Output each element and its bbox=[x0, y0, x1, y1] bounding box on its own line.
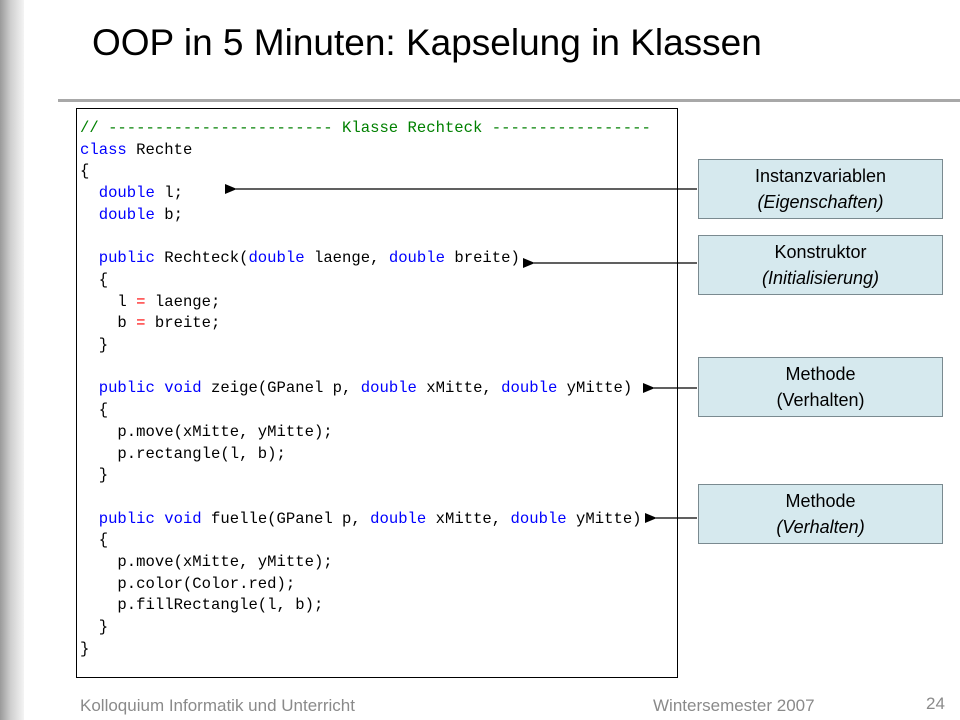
callout-title: Konstruktor bbox=[774, 242, 867, 262]
code-line: } bbox=[80, 466, 109, 485]
callout-method-show: Methode (Verhalten) bbox=[698, 357, 943, 417]
code-line: p.move(xMitte, yMitte); bbox=[80, 422, 333, 441]
code-line: { bbox=[80, 162, 90, 181]
code-line: { bbox=[80, 270, 109, 289]
callout-subtitle: (Initialisierung) bbox=[761, 268, 880, 288]
callout-subtitle: (Eigenschaften) bbox=[757, 192, 884, 212]
callout-title: Methode bbox=[785, 364, 856, 384]
footer-course: Kolloquium Informatik und Unterricht bbox=[80, 696, 355, 715]
code-line: } bbox=[80, 336, 109, 355]
code-line: class Rechte bbox=[80, 140, 193, 159]
code-line: p.rectangle(l, b); bbox=[80, 444, 286, 463]
callout-constructor: Konstruktor (Initialisierung) bbox=[698, 235, 943, 295]
callout-subtitle: (Verhalten) bbox=[776, 517, 865, 537]
callout-method-fill: Methode (Verhalten) bbox=[698, 484, 943, 544]
code-line: } bbox=[80, 639, 90, 658]
callout-title: Instanzvariablen bbox=[754, 166, 887, 186]
code-line: double b; bbox=[98, 205, 183, 224]
code-line: p.color(Color.red); bbox=[80, 574, 296, 593]
code-line: { bbox=[80, 401, 109, 420]
page-number: 24 bbox=[926, 694, 945, 713]
code-line: { bbox=[80, 531, 109, 550]
callout-instance-variables: Instanzvariablen (Eigenschaften) bbox=[698, 159, 943, 219]
code-line: double l; bbox=[98, 184, 183, 203]
code-line: l = laenge; bbox=[80, 292, 221, 311]
code-line: public Rechteck(double laenge, double br… bbox=[98, 249, 520, 268]
left-gradient-bar bbox=[0, 0, 24, 720]
code-line: public void zeige(GPanel p, double xMitt… bbox=[98, 379, 633, 398]
callout-subtitle: (Verhalten) bbox=[776, 390, 865, 410]
footer-semester: Wintersemester 2007 bbox=[653, 696, 815, 715]
title-divider bbox=[58, 99, 960, 102]
code-line: public void fuelle(GPanel p, double xMit… bbox=[98, 509, 642, 528]
code-line: // ------------------------ Klasse Recht… bbox=[80, 119, 651, 137]
code-line: } bbox=[80, 618, 109, 637]
code-listing: // ------------------------ Klasse Recht… bbox=[80, 118, 651, 661]
callout-title: Methode bbox=[785, 491, 856, 511]
code-line: b = breite; bbox=[80, 314, 221, 333]
code-line: p.fillRectangle(l, b); bbox=[80, 596, 324, 615]
slide-title: OOP in 5 Minuten: Kapselung in Klassen bbox=[92, 22, 762, 63]
code-line: p.move(xMitte, yMitte); bbox=[80, 553, 333, 572]
code-panel: // ------------------------ Klasse Recht… bbox=[76, 108, 678, 678]
